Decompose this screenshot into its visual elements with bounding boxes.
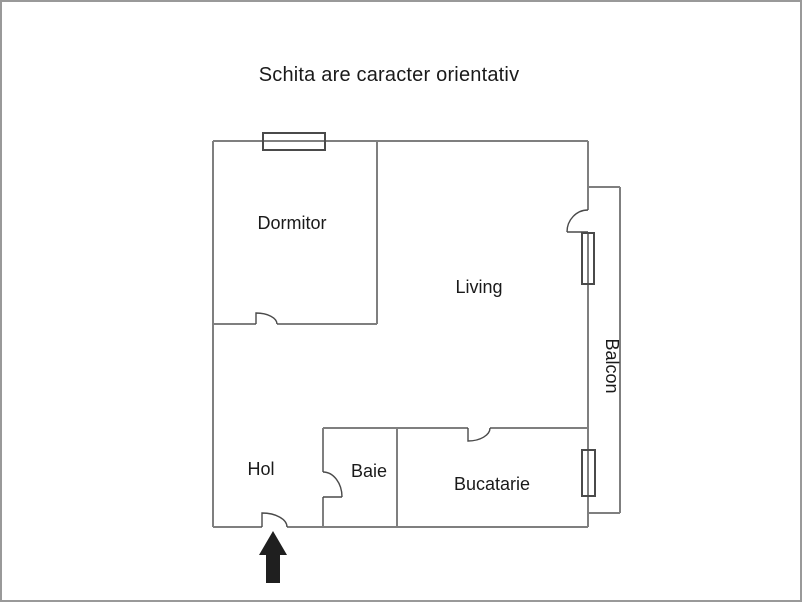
room-label-hol: Hol (247, 459, 274, 479)
room-label-living: Living (455, 277, 502, 297)
window-bucatarie (581, 449, 596, 497)
room-label-bucatarie: Bucatarie (454, 474, 530, 494)
lower-partition-walls (322, 427, 588, 527)
dormitor-walls (213, 141, 378, 325)
door-arc-balcon (566, 209, 589, 233)
room-label-baie: Baie (351, 461, 387, 481)
balcon-walls (588, 186, 621, 514)
entrance-arrow-icon (259, 531, 287, 583)
door-arc-bucatarie (467, 427, 491, 442)
window-living (581, 232, 595, 285)
door-arc-dormitor (255, 312, 278, 325)
door-arc-baie (322, 471, 343, 498)
room-label-dormitor: Dormitor (257, 213, 326, 233)
door-arc-entrance (261, 512, 288, 528)
outer-walls (212, 140, 589, 528)
room-label-balcon: Balcon (602, 338, 622, 393)
window-dormitor (262, 132, 326, 151)
page-title: Schita are caracter orientativ (258, 64, 520, 86)
